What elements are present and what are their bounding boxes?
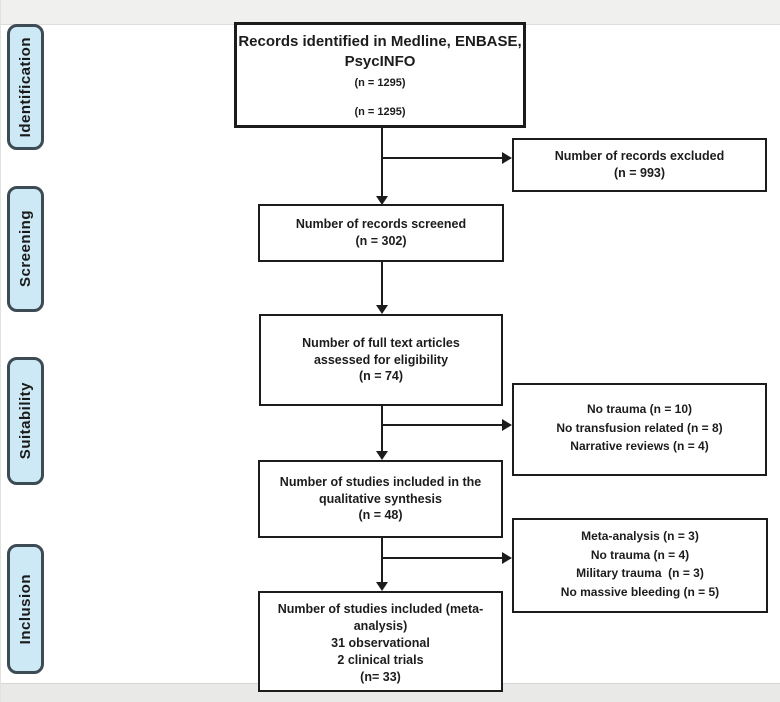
arrow-screened-to-fulltext [376, 262, 388, 314]
arrow-qualitative-to-final [376, 538, 388, 591]
arrow-identified-to-screened [376, 127, 388, 205]
qualitative-synthesis-box: Number of studies included in the qualit… [258, 460, 503, 538]
box-line: 31 observational [331, 635, 430, 650]
reason-line: No massive bleeding (n = 5) [560, 584, 720, 599]
arrow-fulltext-to-reasons1 [382, 419, 512, 431]
stage-label-inclusion: Inclusion [7, 544, 44, 674]
box-count: (n = 74) [358, 369, 404, 384]
reason-line: No trauma (n = 4) [590, 547, 690, 562]
box-line: Number of records screened [295, 217, 467, 232]
records-screened-box: Number of records screened (n = 302) [258, 204, 504, 262]
box-count: (n = 993) [613, 166, 666, 180]
stage-label-screening: Screening [7, 186, 44, 312]
fulltext-assessed-box: Number of full text articles assessed fo… [259, 314, 503, 406]
records-excluded-box: Number of records excluded (n = 993) [512, 138, 767, 192]
arrow-qualitative-to-reasons2 [382, 552, 512, 564]
reason-line: Narrative reviews (n = 4) [570, 439, 709, 454]
box-count: (n= 33) [360, 669, 401, 684]
box-line: qualitative synthesis [319, 491, 442, 506]
reason-line: Military trauma (n = 3) [576, 566, 704, 581]
exclusion-reasons-suitability-box: No trauma (n = 10) No transfusion relate… [512, 383, 767, 476]
stage-label-text: Suitability [17, 382, 34, 460]
stage-label-text: Identification [17, 36, 34, 138]
box-line: Number of studies included in the [279, 474, 482, 489]
reason-line: No trauma (n = 10) [586, 402, 693, 416]
arrow-fulltext-to-qualitative [376, 406, 388, 460]
stage-label-identification: Identification [7, 24, 44, 150]
box-line: Number of studies included (meta-analysi… [277, 602, 484, 633]
box-line: assessed for eligibility [313, 352, 449, 367]
box-count: (n = 302) [355, 234, 407, 248]
arrow-identified-to-excluded [382, 152, 512, 164]
box-line: Number of records excluded [554, 149, 725, 164]
stage-label-text: Inclusion [17, 573, 34, 645]
records-identified-box: Records identified in Medline, ENBASE, P… [234, 22, 526, 128]
stage-label-suitability: Suitability [7, 357, 44, 485]
box-line: 2 clinical trials [337, 652, 424, 667]
meta-analysis-included-box: Number of studies included (meta-analysi… [258, 591, 503, 692]
box-line: Number of full text articles [302, 335, 460, 350]
reason-line: Meta-analysis (n = 3) [581, 529, 699, 543]
box-count: (n = 1295) [354, 106, 406, 119]
stage-label-text: Screening [17, 210, 34, 288]
box-count: (n = 48) [358, 508, 403, 523]
box-line: PsycINFO [344, 53, 416, 71]
reason-line: No transfusion related (n = 8) [556, 420, 723, 435]
box-line: Records identified in Medline, ENBASE, [238, 33, 522, 50]
exclusion-reasons-inclusion-box: Meta-analysis (n = 3) No trauma (n = 4) … [512, 518, 768, 613]
box-count: (n = 1295) [354, 76, 406, 89]
